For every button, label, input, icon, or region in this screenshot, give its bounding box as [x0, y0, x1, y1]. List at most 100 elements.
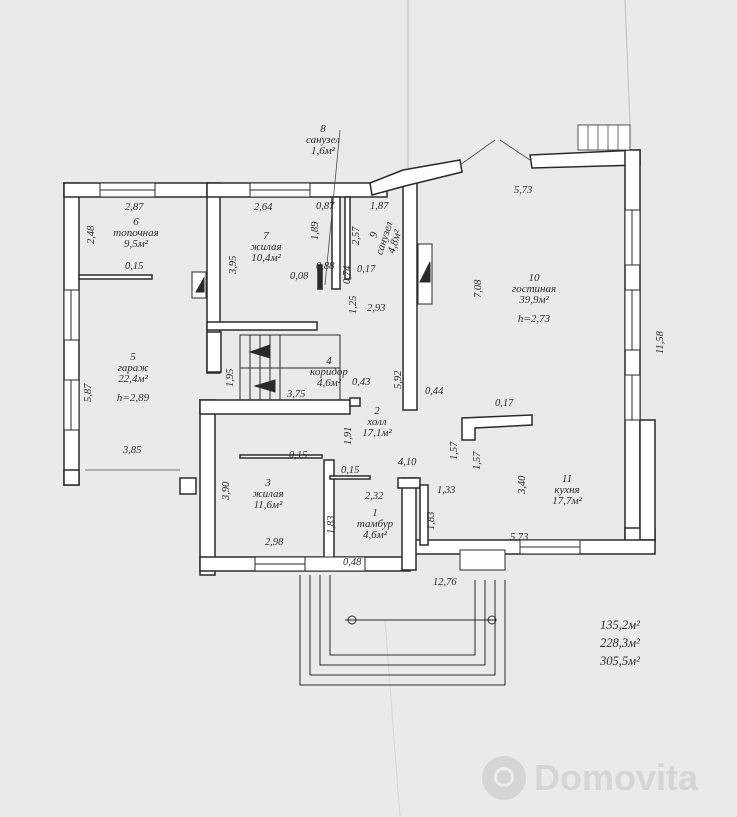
room-area: 22,4м²	[118, 373, 148, 385]
dimension-label: 0,88	[316, 261, 335, 272]
paper-edge	[624, 0, 631, 126]
room-name: гараж	[117, 362, 149, 374]
room-area: 10,4м²	[251, 252, 281, 264]
dimension-label: 0,17	[357, 264, 376, 275]
total-area-2: 228,3м²	[600, 636, 640, 650]
room-name: кухня	[554, 484, 580, 496]
entrance-doors	[459, 124, 631, 166]
dimension-label: 2,64	[254, 202, 273, 213]
dimension-label: 1,87	[370, 201, 389, 212]
room-number: 1	[372, 507, 378, 519]
room-height: h=2,89	[116, 392, 150, 404]
paper-edge	[384, 619, 401, 817]
room-height: h=2,73	[517, 313, 551, 325]
dimension-label: 2,87	[125, 202, 144, 213]
room-number: 7	[263, 230, 269, 242]
chimneys	[191, 243, 433, 305]
dimension-label: 1,83	[426, 511, 437, 530]
room-8-label: 8 санузел 1,6м²	[306, 124, 340, 157]
total-area-1: 135,2м²	[600, 618, 640, 632]
dimension-label: 1,89	[310, 221, 321, 240]
watermark-text: Domovita	[534, 757, 699, 798]
dimension-label: 3,40	[517, 475, 528, 494]
dimension-label: 1,33	[437, 485, 456, 496]
dimension-label: 1,83	[326, 515, 337, 534]
dimension-label: 0,17	[495, 398, 514, 409]
room-area: 9,5м²	[123, 238, 149, 250]
dimension-label: 11,58	[655, 331, 666, 354]
windows	[63, 182, 641, 572]
dimension-label: 1,57	[472, 451, 483, 470]
dimension-label: 3,90	[221, 481, 232, 500]
room-name: коридор	[310, 366, 348, 378]
dimension-label: 0,44	[425, 386, 444, 397]
room-number: 8	[320, 123, 326, 135]
room-number: 6	[133, 216, 139, 228]
dimension-label: 2,48	[86, 225, 97, 244]
room-area: 1,6м²	[310, 145, 336, 157]
room-number: 11	[561, 473, 573, 485]
totals-block: 135,2м² 228,3м² 305,5м²	[600, 616, 640, 670]
dimension-label: 1,25	[348, 295, 359, 314]
room-11-label: 11 кухня 17,7м²	[552, 474, 582, 507]
room-name: жилая	[250, 241, 282, 253]
dimension-label: 1,91	[343, 426, 354, 445]
dimension-label: 2,98	[265, 537, 284, 548]
dimension-label: 0,15	[289, 450, 308, 461]
total-area-3: 305,5м²	[600, 654, 640, 668]
dimension-label: 5,87	[83, 383, 94, 402]
room-7-label: 7 жилая 10,4м²	[250, 231, 281, 264]
room-area: 4,6м²	[316, 377, 342, 389]
dimension-label: 2,32	[365, 491, 384, 502]
dimension-label: 0,08	[290, 271, 309, 282]
dimension-label: 3,85	[123, 445, 142, 456]
room-name: жилая	[252, 488, 284, 500]
dimension-lines	[85, 129, 341, 471]
room-number: 10	[528, 272, 540, 284]
dimension-label: 5,73	[514, 185, 533, 196]
room-6-label: 6 топочная 9,5м²	[113, 217, 158, 250]
dimension-label: 7,08	[473, 279, 484, 298]
dimension-label: 5,92	[393, 370, 404, 389]
dimension-label: 1,95	[225, 368, 236, 387]
dimension-label: 5,73	[510, 532, 529, 543]
dimension-label: 12,76	[433, 577, 457, 588]
room-number: 2	[374, 405, 380, 417]
room-number: 5	[130, 351, 136, 363]
room-2-label: 2 холл 17,1м²	[362, 406, 392, 439]
room-area: 17,1м²	[362, 427, 392, 439]
watermark: Domovita	[482, 754, 698, 802]
dimension-label: 0,15	[125, 261, 144, 272]
dimension-label: 4,10	[398, 457, 417, 468]
dimension-label: 3,75	[287, 389, 306, 400]
room-number: 3	[265, 477, 271, 489]
dimension-label: 0,15	[341, 465, 360, 476]
dimension-label: 0,43	[352, 377, 371, 388]
room-name: гостиная	[511, 283, 557, 295]
dimension-label: 0,87	[316, 201, 335, 212]
room-name: тамбур	[356, 518, 394, 530]
room-area: 39,9м²	[519, 294, 549, 306]
room-1-label: 1 тамбур 4,6м²	[357, 508, 393, 541]
room-5-label: 5 гараж 22,4м² h=2,89	[117, 352, 149, 404]
room-area: 4,6м²	[362, 529, 388, 541]
room-area: 11,6м²	[253, 499, 283, 511]
domovita-logo-icon	[482, 756, 526, 800]
dimension-label: 0,74	[342, 265, 353, 284]
dimension-label: 2,57	[351, 226, 362, 245]
room-name: топочная	[113, 227, 159, 239]
room-3-label: 3 жилая 11,6м²	[252, 478, 283, 511]
room-name: санузел	[306, 134, 340, 146]
dimension-label: 2,93	[367, 303, 386, 314]
room-number: 4	[326, 355, 332, 367]
room-4-label: 4 коридор 4,6м²	[310, 356, 348, 389]
room-name: холл	[367, 416, 387, 428]
dimension-label: 0,48	[343, 557, 362, 568]
staircase	[239, 334, 341, 401]
porch-steps	[299, 575, 506, 686]
dimension-label: 1,57	[449, 441, 460, 460]
room-10-label: 10 гостиная 39,9м² h=2,73	[512, 273, 556, 325]
dimension-label: 3,95	[228, 255, 239, 274]
room-area: 17,7м²	[552, 495, 582, 507]
